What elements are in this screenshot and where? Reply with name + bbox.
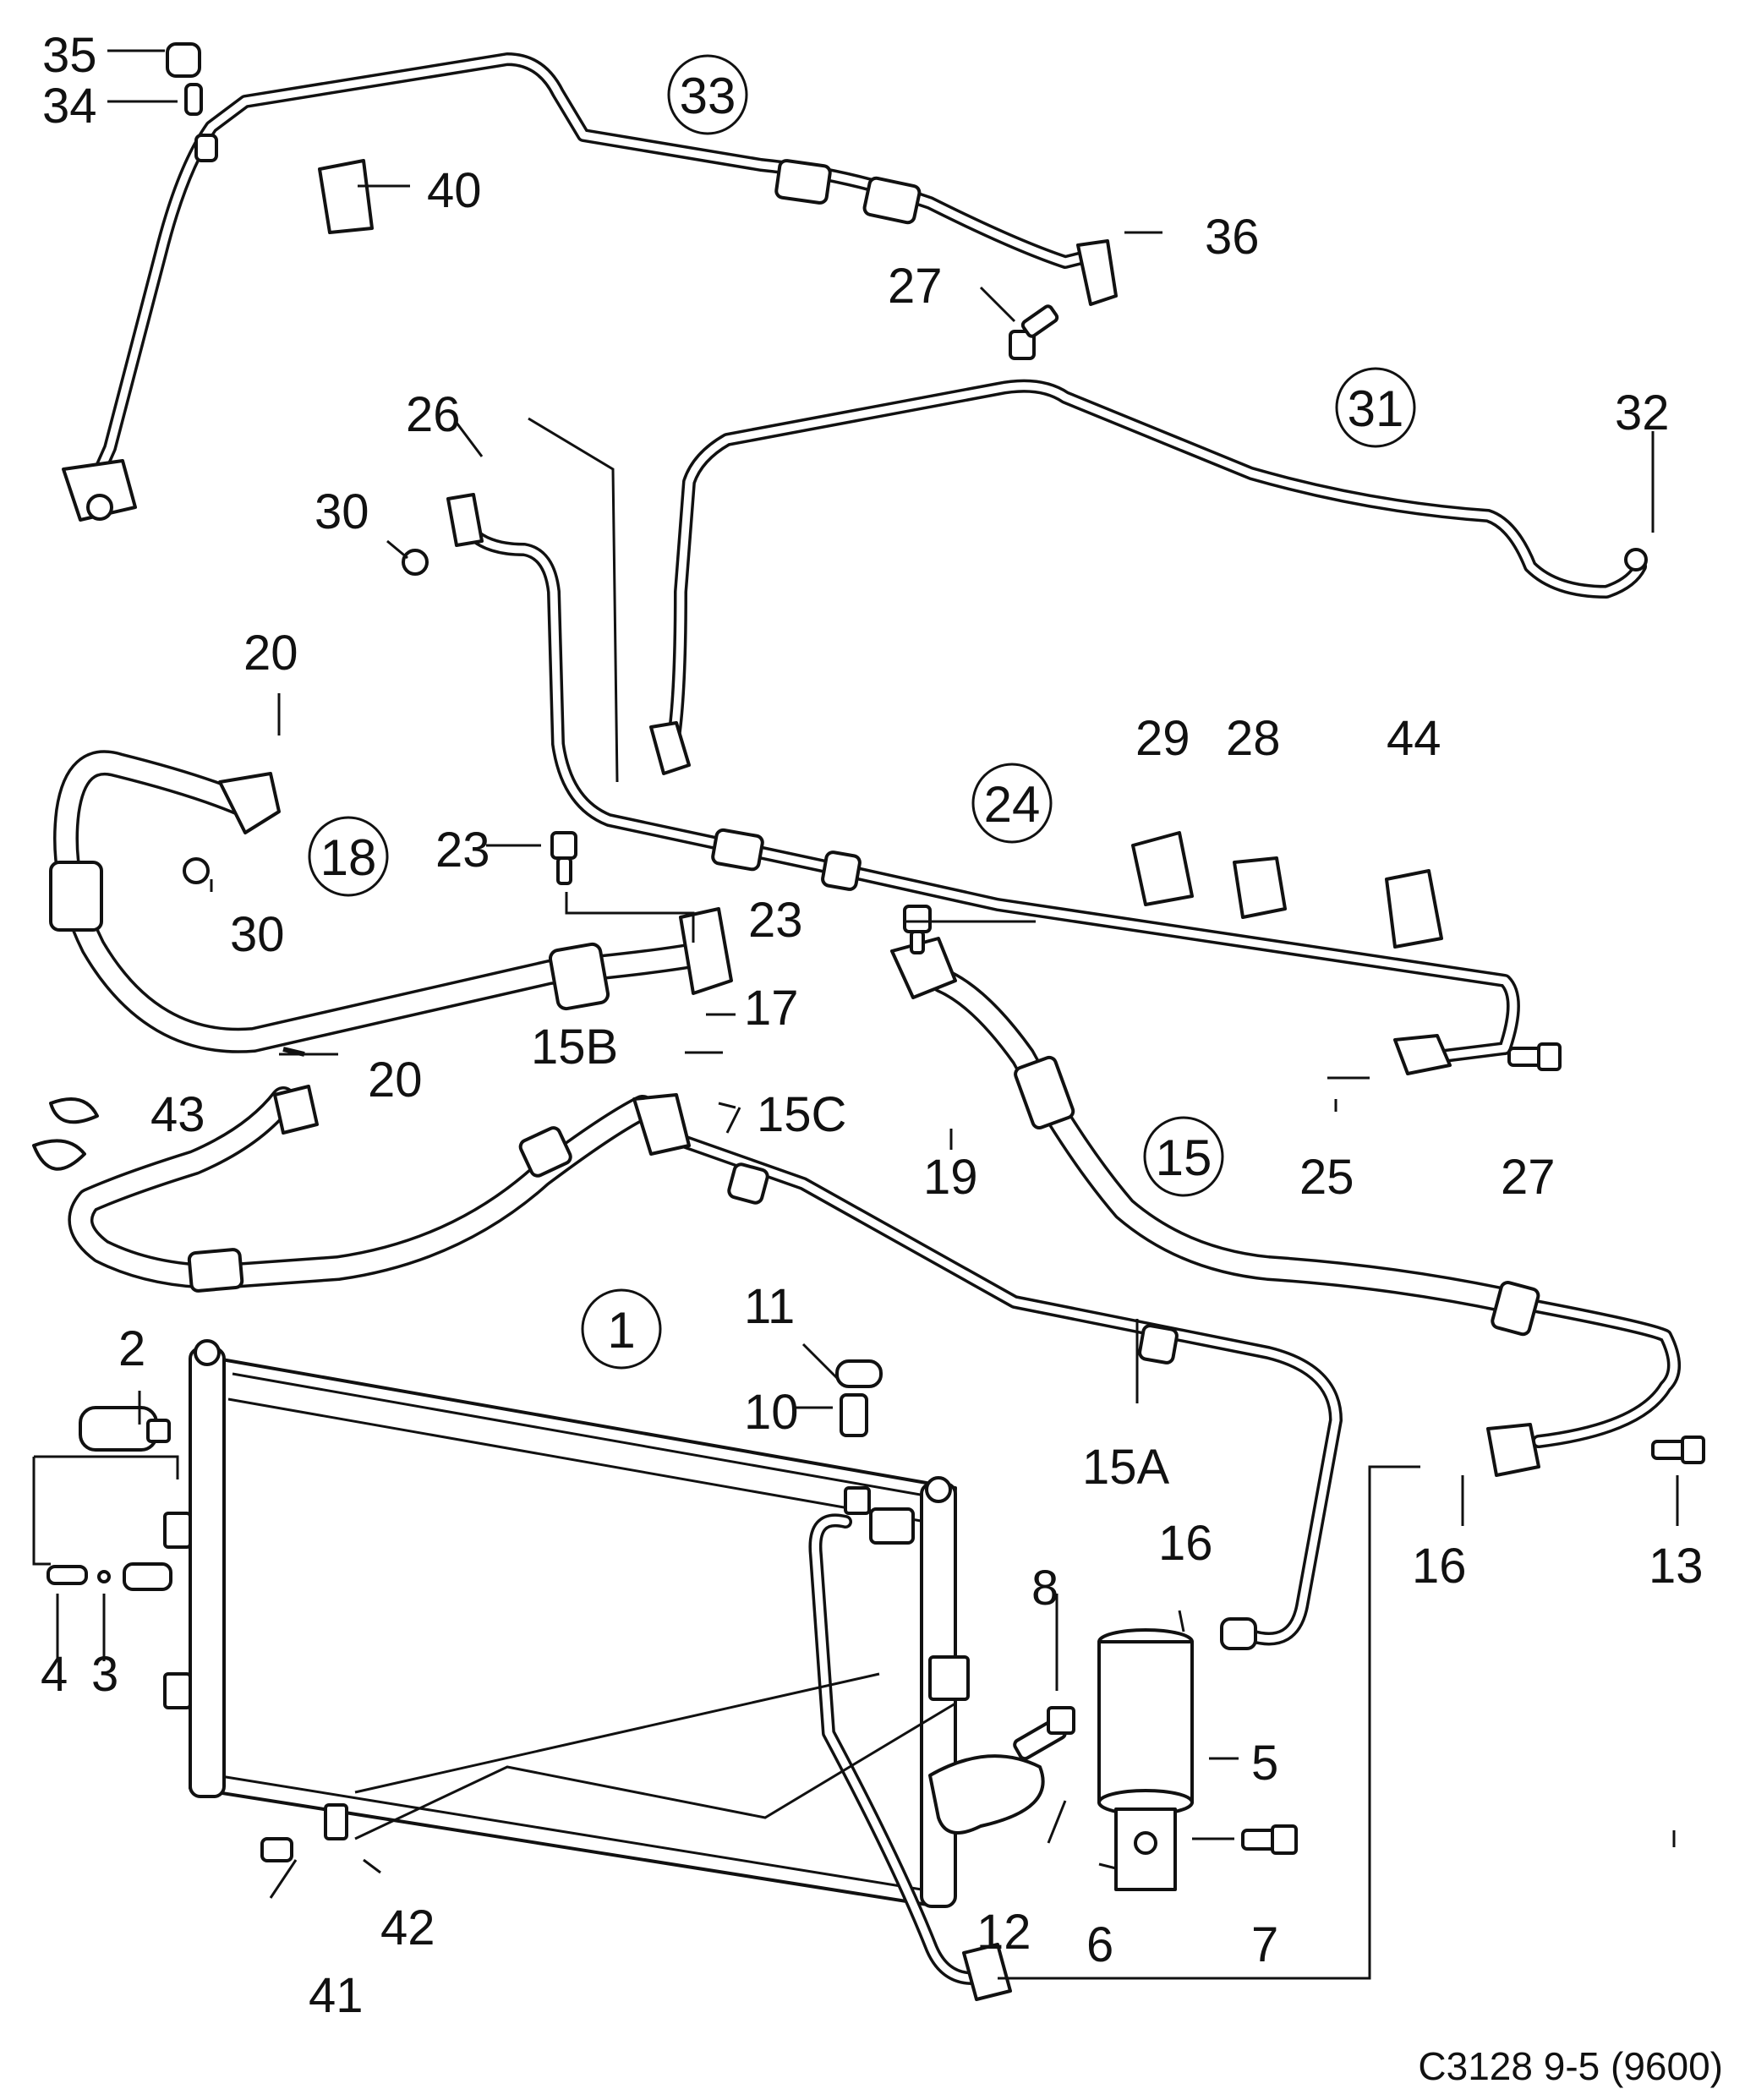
- hose-18: [49, 750, 733, 1053]
- part-label-20-top: 20: [243, 626, 298, 681]
- assembly-label-15: 15: [1156, 1129, 1212, 1186]
- pressure-switch: [79, 1406, 171, 1452]
- condenser: [163, 1339, 1012, 2001]
- part-label-30-top: 30: [315, 484, 369, 539]
- part-label-13: 13: [1649, 1539, 1704, 1594]
- part-label-40: 40: [427, 163, 482, 218]
- adapter: [123, 1562, 172, 1591]
- part-label-43: 43: [150, 1087, 205, 1142]
- assembly-label-1: 1: [607, 1302, 635, 1359]
- pipe-33: [62, 52, 1118, 522]
- part-label-12: 12: [976, 1905, 1031, 1960]
- part-label-44: 44: [1387, 711, 1441, 766]
- part-label-32: 32: [1615, 386, 1670, 440]
- part-label-25: 25: [1299, 1150, 1354, 1205]
- part-label-27-right: 27: [1501, 1150, 1556, 1205]
- part-label-34: 34: [42, 79, 97, 134]
- part-label-4: 4: [41, 1647, 68, 1702]
- part-label-26: 26: [406, 387, 461, 442]
- part-label-23-mid: 23: [748, 893, 803, 948]
- assembly-label-31: 31: [1348, 380, 1404, 437]
- part-label-6: 6: [1086, 1917, 1113, 1972]
- part-label-41: 41: [309, 1968, 364, 2023]
- part-label-5: 5: [1251, 1736, 1278, 1791]
- part-label-19: 19: [923, 1150, 978, 1205]
- part-label-3: 3: [91, 1647, 118, 1702]
- part-label-17: 17: [744, 981, 799, 1036]
- bolts-clips: [32, 42, 1705, 1862]
- pipe-24: [446, 493, 1520, 1075]
- part-labels: 35 34 40 36 27 32 26 30 20 29 28 44 23 3…: [41, 28, 1704, 2023]
- part-label-35: 35: [42, 28, 97, 83]
- part-label-36: 36: [1205, 210, 1260, 265]
- part-label-15c: 15C: [757, 1087, 846, 1142]
- part-label-27-top: 27: [888, 259, 943, 314]
- receiver-drier: [1097, 1628, 1194, 1891]
- part-label-7: 7: [1251, 1917, 1278, 1972]
- part-label-10: 10: [744, 1385, 799, 1440]
- part-label-8: 8: [1031, 1561, 1058, 1616]
- part-label-30-left: 30: [230, 907, 285, 962]
- assembly-label-18: 18: [320, 829, 377, 886]
- diagram-id: C3128 9-5 (9600): [1418, 2044, 1723, 2088]
- part-label-16-right: 16: [1158, 1516, 1213, 1571]
- part-label-28: 28: [1226, 711, 1281, 766]
- assembly-callouts: 33 31 24 18 15 1: [308, 54, 1416, 1370]
- pipe-31: [649, 379, 1648, 775]
- part-label-2: 2: [118, 1321, 145, 1376]
- hose-15: [890, 937, 1681, 1477]
- o-ring: [97, 1570, 111, 1583]
- part-label-11: 11: [744, 1279, 795, 1334]
- assembly-label-24: 24: [984, 776, 1041, 833]
- part-label-29: 29: [1135, 711, 1190, 766]
- part-label-15b: 15B: [531, 1020, 618, 1075]
- part-label-15a: 15A: [1082, 1440, 1170, 1495]
- part-label-23-left: 23: [435, 823, 490, 878]
- part-label-20-left: 20: [368, 1053, 423, 1107]
- valve-core: [46, 1565, 88, 1585]
- part-label-42: 42: [380, 1900, 435, 1955]
- bracket: [928, 1754, 1045, 1835]
- part-label-16-far: 16: [1412, 1539, 1467, 1594]
- assembly-label-33: 33: [680, 68, 736, 124]
- pipe-15a: [68, 1085, 1343, 1650]
- leader-lines: [56, 49, 1679, 1980]
